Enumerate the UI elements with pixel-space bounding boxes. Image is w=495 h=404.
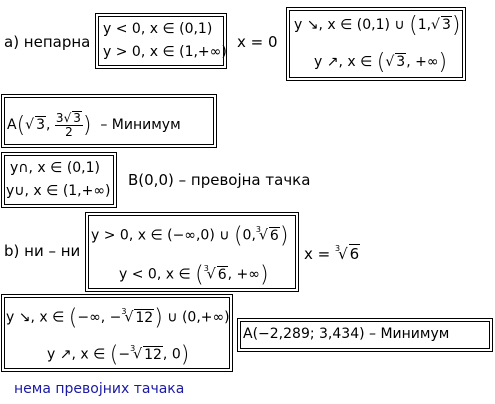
- minimum-point-a: A(−2,289; 3,434) – Минимум: [243, 326, 450, 342]
- part-b-monotonicity-box: y ↘, x ∈ (−∞, −3√12) ∪ (0,+∞) y ↗, x ∈ (…: [1, 294, 233, 372]
- convexity-concave-down: y∩, x ∈ (0,1): [10, 160, 101, 176]
- monotonicity-increasing: y ↗, x ∈ (−3√12, 0): [47, 342, 190, 368]
- monotonicity-decreasing: y ↘, x ∈ (−∞, −3√12) ∪ (0,+∞): [6, 305, 230, 331]
- sign-line-positive: y > 0, x ∈ (−∞,0) ∪ (0,3√6): [91, 223, 289, 249]
- part-b-label: b) ни – ни: [4, 242, 81, 260]
- convexity-concave-up: y∪, x ∈ (1,+∞): [6, 183, 111, 199]
- part-b-no-inflection: нема превојних тачака: [14, 381, 185, 397]
- monotonicity-increasing: y ↗, x ∈ (√3, +∞): [314, 50, 448, 75]
- part-a-label: a) непарна: [4, 33, 91, 51]
- part-a-inflection-point: B(0,0) – превојна тачка: [128, 171, 311, 189]
- part-b-sign-box: y > 0, x ∈ (−∞,0) ∪ (0,3√6) y < 0, x ∈ (…: [85, 212, 299, 292]
- part-a-asymptote: x = 0: [237, 33, 278, 51]
- part-a-sign-box: y < 0, x ∈ (0,1) y > 0, x ∈ (1,+∞): [95, 13, 227, 69]
- part-b-zero: x = 3√6: [304, 244, 361, 263]
- sign-line-negative: y < 0, x ∈ (3√6, +∞): [119, 262, 269, 288]
- part-b-minimum-box: A(−2,289; 3,434) – Минимум: [237, 318, 493, 352]
- sign-line-positive: y > 0, x ∈ (1,+∞): [103, 44, 227, 60]
- monotonicity-decreasing: y ↘, x ∈ (0,1) ∪ (1,√3): [294, 13, 461, 38]
- sign-line-negative: y < 0, x ∈ (0,1): [103, 21, 213, 37]
- part-a-convexity-box: y∩, x ∈ (0,1) y∪, x ∈ (1,+∞): [1, 152, 117, 208]
- part-a-monotonicity-box: y ↘, x ∈ (0,1) ∪ (1,√3) y ↗, x ∈ (√3, +∞…: [286, 7, 466, 81]
